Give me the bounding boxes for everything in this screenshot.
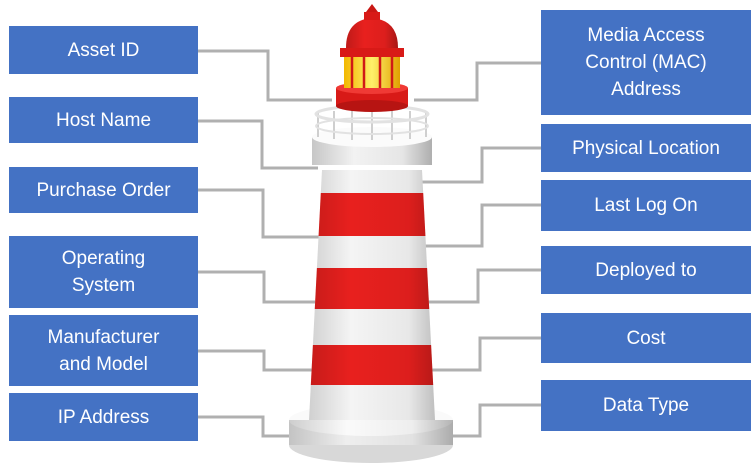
connector-cost	[428, 336, 541, 372]
label-host-name: Host Name	[9, 97, 198, 143]
label-manufacturer-and-model: Manufacturer and Model	[9, 315, 198, 386]
label-cost: Cost	[541, 313, 751, 363]
connector-host-name	[198, 119, 318, 170]
connector-purchase-order	[198, 188, 322, 239]
connector-deployed-to	[424, 268, 541, 304]
connector-manufacturer	[198, 349, 314, 372]
connector-ip-address	[198, 415, 300, 438]
connector-physical-location	[422, 146, 541, 184]
connector-operating-system	[198, 270, 318, 304]
label-physical-location: Physical Location	[541, 124, 751, 172]
connector-lines	[198, 49, 541, 438]
label-asset-id: Asset ID	[9, 26, 198, 74]
lighthouse-icon	[289, 4, 453, 463]
label-last-log-on: Last Log On	[541, 180, 751, 231]
label-mac-address: Media Access Control (MAC) Address	[541, 10, 751, 115]
label-operating-system: Operating System	[9, 236, 198, 308]
label-purchase-order: Purchase Order	[9, 167, 198, 213]
label-ip-address: IP Address	[9, 393, 198, 441]
connector-data-type	[446, 403, 541, 438]
connector-asset-id	[198, 49, 332, 102]
connector-last-log-on	[420, 203, 541, 248]
label-data-type: Data Type	[541, 380, 751, 431]
label-deployed-to: Deployed to	[541, 246, 751, 294]
connector-mac	[414, 61, 541, 102]
